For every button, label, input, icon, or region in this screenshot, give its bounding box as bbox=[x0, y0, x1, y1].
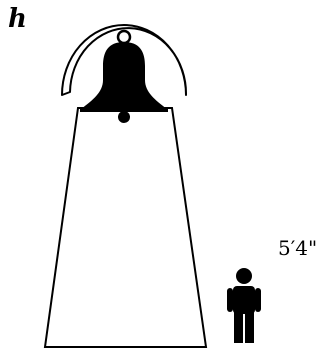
bell-icon bbox=[80, 31, 168, 123]
tower-body bbox=[45, 108, 206, 347]
person-height-label: 5′4" bbox=[278, 236, 317, 260]
height-variable-label: h bbox=[8, 4, 27, 34]
person-icon bbox=[227, 268, 261, 343]
